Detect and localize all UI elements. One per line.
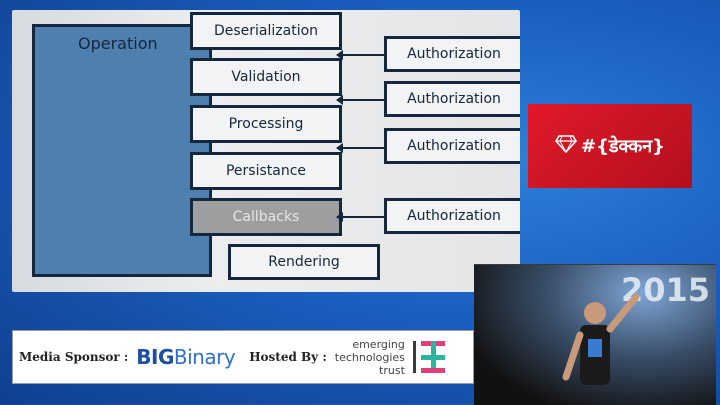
presentation-slide: Operation Deserialization Validation Pro… (12, 10, 520, 292)
authorization-box-2: Authorization (384, 81, 520, 117)
arrow-to-callbacks (336, 212, 386, 222)
operation-box (32, 24, 212, 277)
step-deserialization: Deserialization (190, 12, 342, 50)
bigbinary-logo: BIGBinary (136, 345, 235, 369)
sponsor-banner: Media Sponsor : BIGBinary Hosted By : em… (12, 330, 474, 384)
step-validation: Validation (190, 58, 342, 96)
operation-label: Operation (78, 34, 158, 53)
host-line-1: emerging (352, 337, 405, 351)
event-logo-text: #{डेक्कन} (581, 136, 665, 157)
speaker-figure (562, 293, 640, 385)
authorization-box-4: Authorization (384, 198, 520, 234)
speaker-video-inset: 2015 (474, 264, 716, 405)
authorization-box-1: Authorization (384, 36, 520, 72)
bigbinary-bold: BIG (136, 345, 174, 369)
host-line-3: trust (379, 363, 405, 377)
step-rendering: Rendering (228, 244, 380, 280)
arrow-to-validation (336, 95, 386, 105)
authorization-box-3: Authorization (384, 128, 520, 164)
host-line-2: technologies (334, 350, 405, 364)
media-sponsor-label: Media Sponsor : (19, 350, 129, 364)
ett-logo-icon (412, 341, 445, 373)
step-callbacks: Callbacks (190, 198, 342, 236)
arrow-to-deserialization (336, 50, 386, 60)
step-processing: Processing (190, 105, 342, 143)
host-name: emerging technologies trust (335, 338, 405, 377)
step-persistance: Persistance (190, 152, 342, 190)
hosted-by-label: Hosted By : (249, 350, 327, 364)
ruby-gem-icon (555, 134, 578, 158)
event-logo: #{डेक्कन} (528, 104, 692, 188)
bigbinary-rest: Binary (173, 345, 236, 369)
arrow-to-processing (336, 143, 386, 153)
